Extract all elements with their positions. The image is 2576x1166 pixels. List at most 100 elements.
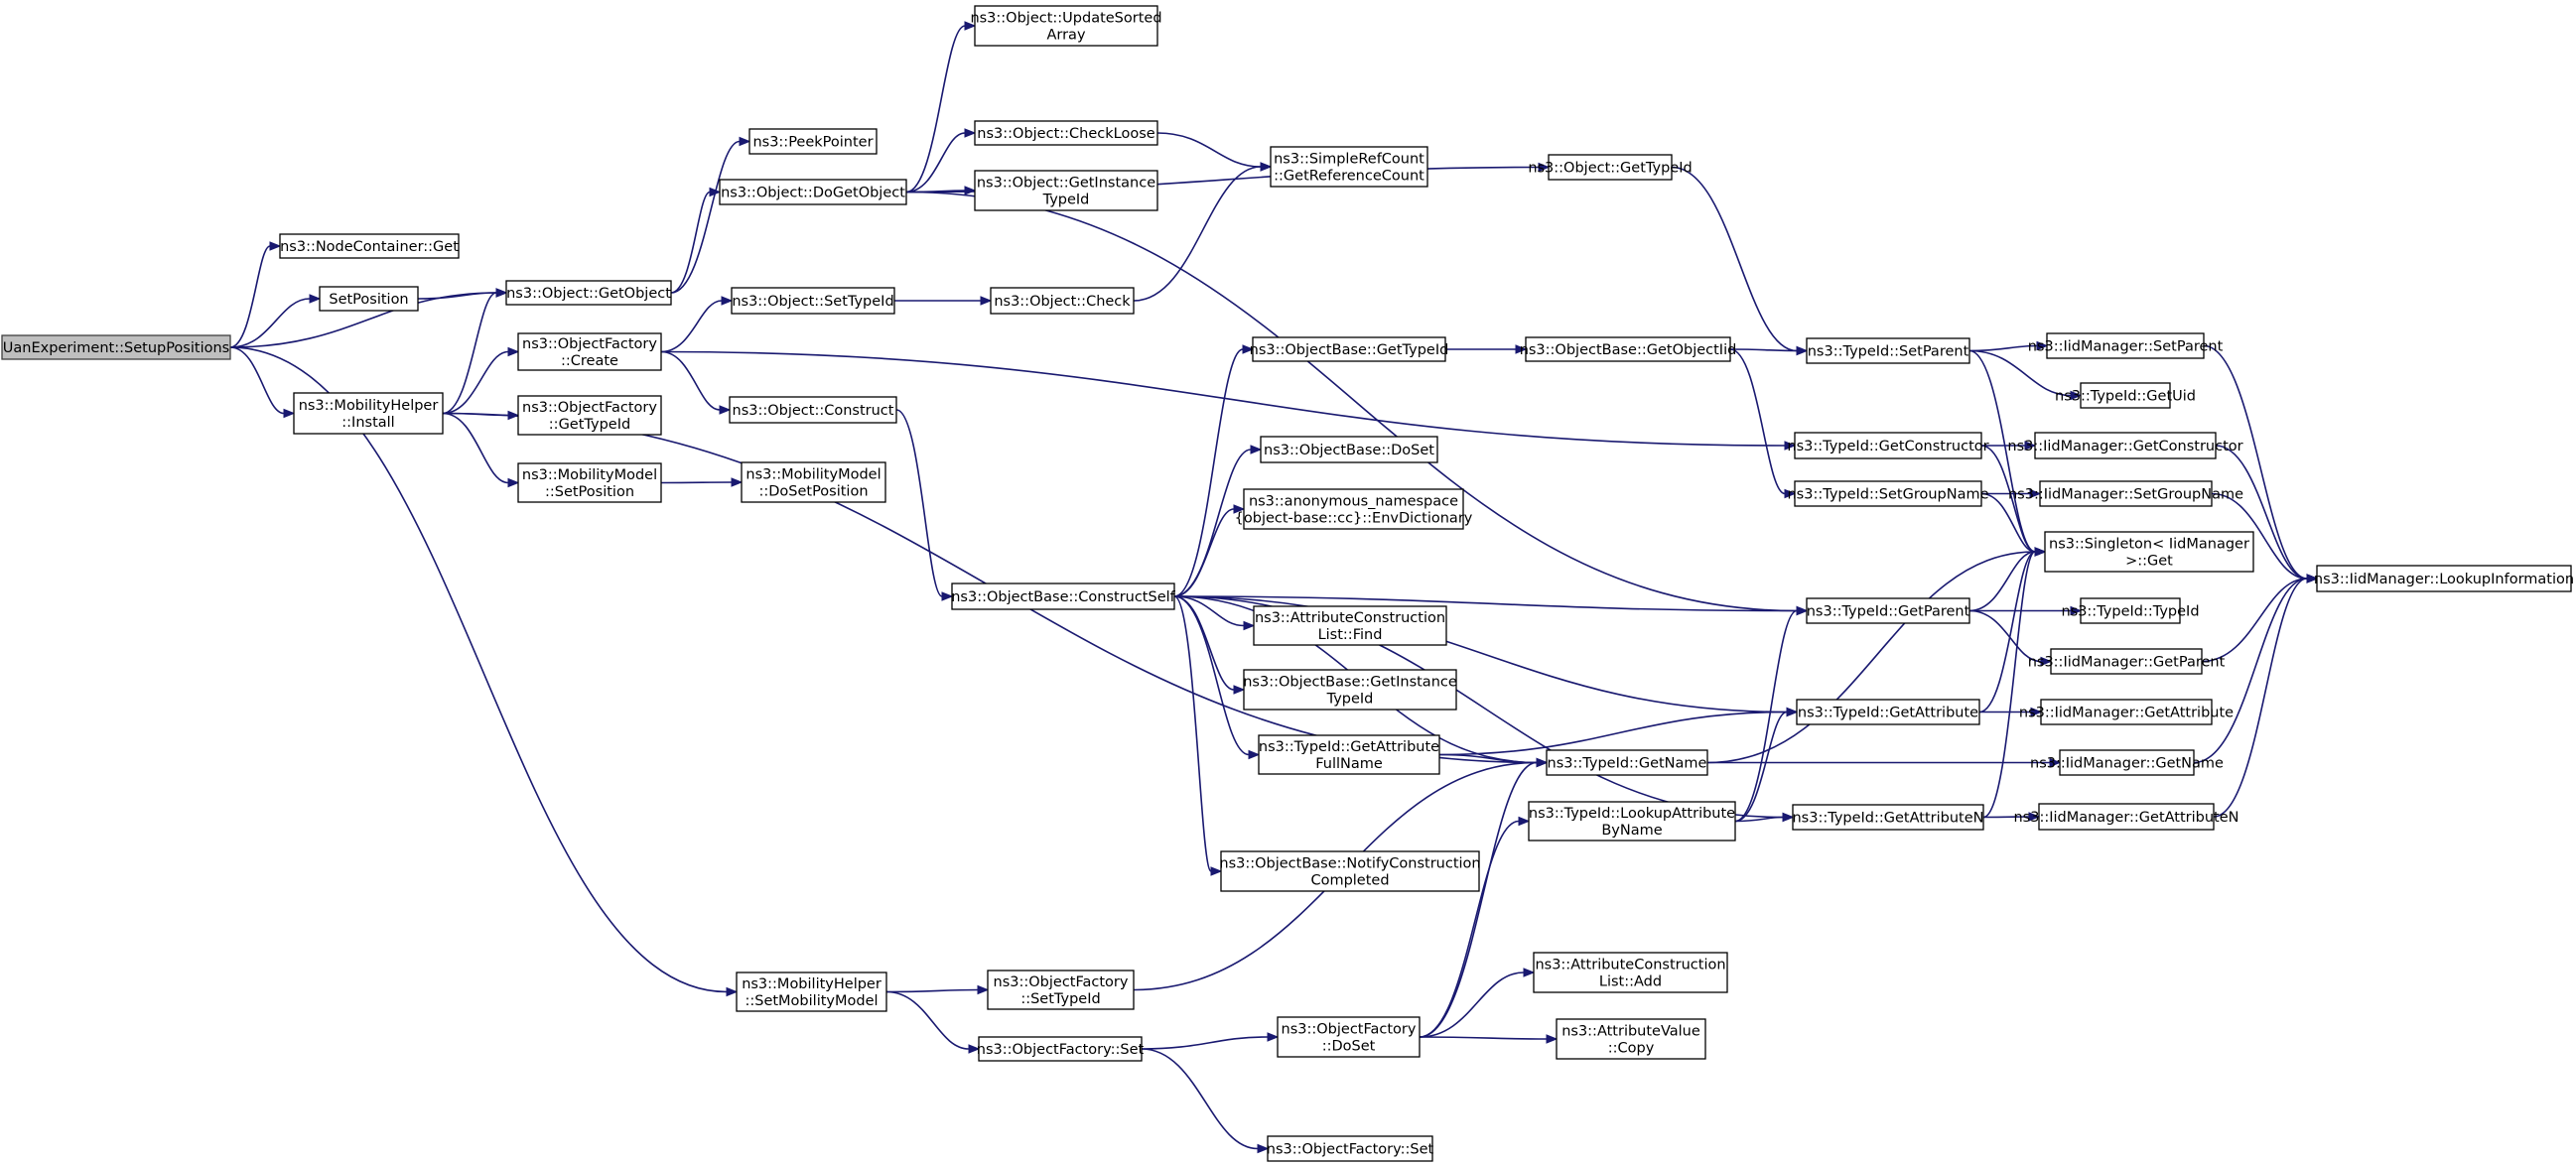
node-box <box>990 287 1135 315</box>
node-box <box>748 128 878 155</box>
node-box <box>1528 801 1736 842</box>
node-ob_getobjiid[interactable]: ns3::ObjectBase::GetObjectIid <box>1520 336 1737 362</box>
edge-arrowhead <box>1784 488 1797 499</box>
edge-arrowhead <box>980 296 993 306</box>
node-box <box>2040 699 2213 725</box>
edge-line <box>1419 761 1538 1038</box>
node-tid_setparent[interactable]: ns3::TypeId::SetParent <box>1806 337 1970 364</box>
node-srefcount[interactable]: ns3::SimpleRefCount::GetReferenceCount <box>1270 146 1428 188</box>
node-im_setparent[interactable]: ns3::IidManager::SetParent <box>2028 332 2224 359</box>
node-ob_construct[interactable]: ns3::ObjectBase::ConstructSelf <box>951 583 1176 610</box>
node-ob_gettid[interactable]: ns3::ObjectBase::GetTypeId <box>1250 336 1449 362</box>
node-mm_dosetpos[interactable]: ns3::MobilityModel::DoSetPosition <box>741 461 886 503</box>
node-tid_getparent[interactable]: ns3::TypeId::GetParent <box>1806 597 1970 624</box>
node-of_create[interactable]: ns3::ObjectFactory::Create <box>517 332 662 371</box>
node-box <box>978 1036 1143 1062</box>
edge-arrowhead <box>2034 547 2047 557</box>
edge-arrowhead <box>1538 162 1551 173</box>
node-label: ::SetTypeId <box>1020 991 1100 1007</box>
node-box <box>974 170 1158 211</box>
node-tid_typeid[interactable]: ns3::TypeId::TypeId <box>2061 597 2200 624</box>
edge-line <box>670 140 741 294</box>
edge-line <box>1734 711 1788 823</box>
node-im_getattr[interactable]: ns3::IidManager::GetAttribute <box>2019 699 2234 725</box>
edge-line <box>229 346 285 415</box>
node-box <box>729 396 897 424</box>
node-obj_gettid[interactable]: ns3::Object::GetTypeId <box>1528 154 1693 181</box>
node-box <box>2034 432 2217 459</box>
call-edge-tid_lookup-to-tid_getattr <box>1734 707 1799 823</box>
node-box <box>1796 699 1980 725</box>
node-obj_check[interactable]: ns3::Object::Check <box>990 287 1135 315</box>
edge-arrowhead <box>968 1044 981 1054</box>
call-edge-tid_lookup-to-tid_getparent <box>1734 605 1809 823</box>
node-nc_get[interactable]: ns3::NodeContainer::Get <box>279 233 460 259</box>
call-edge-setup-to-mh_setmm <box>229 346 739 997</box>
node-obj_settid[interactable]: ns3::Object::SetTypeId <box>731 287 895 315</box>
node-im_lookup[interactable]: ns3::IidManager::LookupInformation <box>2314 565 2574 592</box>
node-tid_getname[interactable]: ns3::TypeId::GetName <box>1546 749 1708 776</box>
call-edge-ob_getobjiid-to-tid_setparent <box>1729 345 1809 356</box>
node-singleton[interactable]: ns3::Singleton< IidManager>::Get <box>2044 531 2254 573</box>
call-edge-tid_getctor-to-im_getctor <box>1981 441 2037 451</box>
node-label: ns3::IidManager::GetParent <box>2028 655 2226 671</box>
node-of_set[interactable]: ns3::ObjectFactory::Set <box>977 1036 1145 1062</box>
edge-arrowhead <box>1233 685 1246 695</box>
node-im_getparent[interactable]: ns3::IidManager::GetParent <box>2028 648 2226 675</box>
edge-arrowhead <box>1260 162 1273 172</box>
node-label: ::SetPosition <box>545 484 634 500</box>
node-checkloose[interactable]: ns3::Object::CheckLoose <box>974 120 1158 146</box>
node-mh_install[interactable]: ns3::MobilityHelper::Install <box>293 392 444 435</box>
node-im_getctor[interactable]: ns3::IidManager::GetConstructor <box>2007 432 2243 459</box>
node-mh_setmm[interactable]: ns3::MobilityHelper::SetMobilityModel <box>736 972 887 1012</box>
node-setpos[interactable]: SetPosition <box>319 286 419 312</box>
call-edge-ob_construct-to-ob_notify <box>1173 595 1223 876</box>
node-obj_construct[interactable]: ns3::Object::Construct <box>729 396 897 424</box>
node-of_doset[interactable]: ns3::ObjectFactory::DoSet <box>1277 1016 1421 1058</box>
node-of_set2[interactable]: ns3::ObjectFactory::Set <box>1267 1135 1434 1162</box>
node-label: ns3::ObjectBase::DoSet <box>1264 443 1434 458</box>
node-label: ns3::Object::Check <box>994 294 1131 310</box>
node-label: ns3::Object::GetTypeId <box>1528 161 1692 177</box>
node-ob_doset[interactable]: ns3::ObjectBase::DoSet <box>1260 436 1438 463</box>
node-mm_setpos[interactable]: ns3::MobilityModel::SetPosition <box>517 462 662 503</box>
node-box <box>2080 597 2181 624</box>
edge-arrowhead <box>309 294 322 304</box>
node-setup[interactable]: UanExperiment::SetupPositions <box>1 334 231 360</box>
edge-arrowhead <box>1786 707 1799 717</box>
edge-line <box>442 292 497 415</box>
node-peek[interactable]: ns3::PeekPointer <box>748 128 878 155</box>
node-dogetobj[interactable]: ns3::Object::DoGetObject <box>719 179 907 205</box>
edge-line <box>1982 551 2036 819</box>
node-label: ns3::ObjectBase::GetTypeId <box>1250 342 1449 358</box>
node-tid_getattrn[interactable]: ns3::TypeId::GetAttributeN <box>1792 804 1984 831</box>
call-edge-tid_setparent-to-tid_getuid <box>1968 349 2083 401</box>
node-label: ns3::MobilityModel <box>746 467 881 483</box>
node-im_getname[interactable]: ns3::IidManager::GetName <box>2030 749 2224 776</box>
node-of_settid[interactable]: ns3::ObjectFactory::SetTypeId <box>987 970 1135 1010</box>
node-of_gettid[interactable]: ns3::ObjectFactory::GetTypeId <box>517 395 662 436</box>
node-getobj[interactable]: ns3::Object::GetObject <box>505 280 672 306</box>
node-envdict[interactable]: ns3::anonymous_namespace{object-base::cc… <box>1235 488 1473 530</box>
node-label: ns3::ObjectBase::GetObjectIid <box>1520 342 1737 358</box>
node-label: ns3::IidManager::SetGroupName <box>2008 487 2243 503</box>
node-ob_notify[interactable]: ns3::ObjectBase::NotifyConstructionCompl… <box>1219 850 1481 892</box>
node-tid_setgroup[interactable]: ns3::TypeId::SetGroupName <box>1787 480 1989 507</box>
node-label: ns3::AttributeConstruction <box>1255 610 1445 626</box>
edge-arrowhead <box>1242 344 1255 354</box>
call-edge-mh_setmm-to-of_set <box>885 990 981 1054</box>
node-tid_getctor[interactable]: ns3::TypeId::GetConstructor <box>1787 432 1989 459</box>
edge-arrowhead <box>1523 968 1536 977</box>
node-im_getattrn[interactable]: ns3::IidManager::GetAttributeN <box>2013 803 2239 831</box>
node-av_copy[interactable]: ns3::AttributeValue::Copy <box>1556 1018 1706 1060</box>
node-tid_getuid[interactable]: ns3::TypeId::GetUid <box>2055 382 2196 409</box>
node-im_setgroup[interactable]: ns3::IidManager::SetGroupName <box>2008 480 2243 507</box>
node-tid_getattr[interactable]: ns3::TypeId::GetAttribute <box>1796 699 1980 725</box>
